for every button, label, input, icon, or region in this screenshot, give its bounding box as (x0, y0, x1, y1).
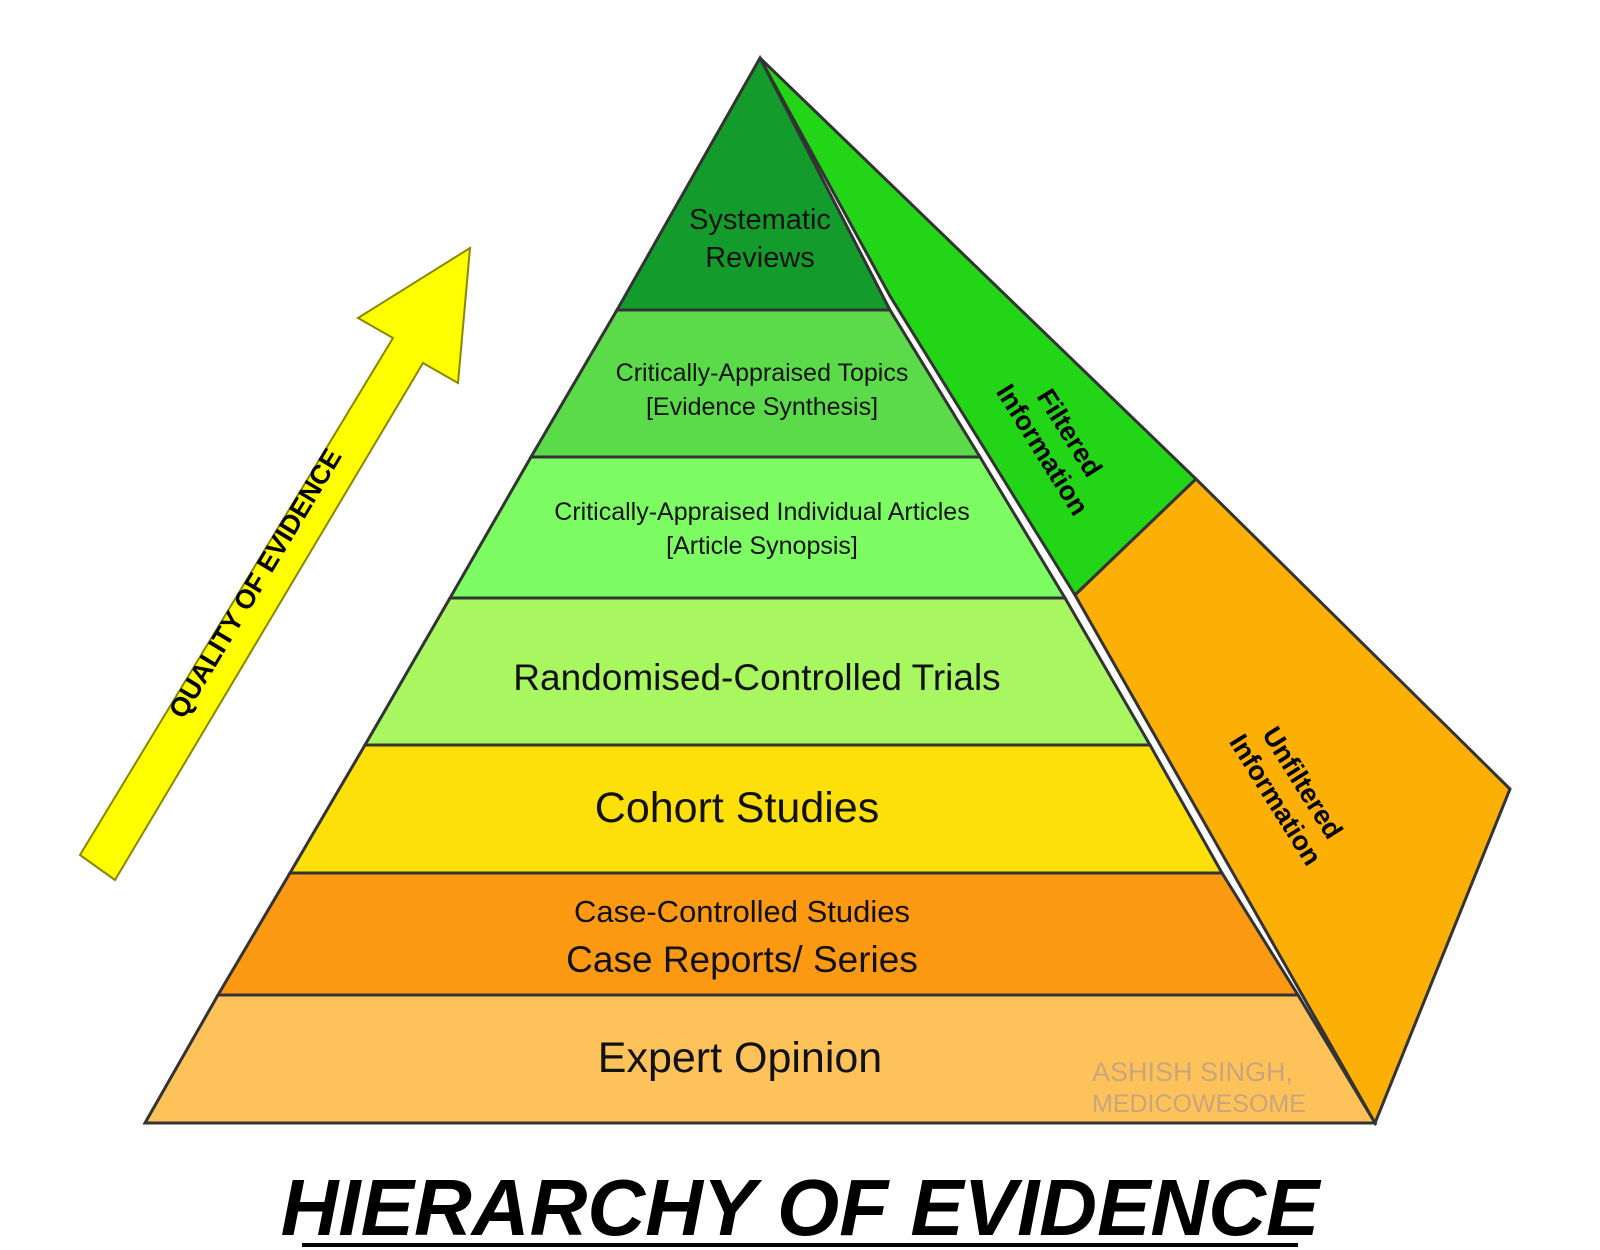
band-critically-appraised-articles (447, 455, 1068, 600)
quality-of-evidence-arrow-icon (78, 246, 472, 882)
page-title: HIERARCHY OF EVIDENCE (281, 1163, 1322, 1250)
watermark-line: ASHISH SINGH, (1092, 1057, 1293, 1087)
level-label-line: Case-Controlled Studies (574, 894, 910, 929)
level-label-line: Case Reports/ Series (566, 939, 918, 980)
level-label-line: Critically-Appraised Topics (616, 359, 909, 387)
watermark-line: MEDICOWESOME (1092, 1090, 1306, 1118)
unfiltered-information-face (1073, 476, 1512, 1127)
level-label-line: Reviews (705, 242, 815, 274)
level-label-line: [Article Synopsis] (666, 532, 858, 560)
level-label-line: Systematic (689, 204, 831, 236)
level-label-line: Critically-Appraised Individual Articles (554, 498, 969, 526)
level-label-line: Expert Opinion (598, 1034, 882, 1082)
band-expert-opinion (142, 993, 1378, 1125)
level-label-line: Cohort Studies (595, 784, 879, 832)
level-label-line: Randomised-Controlled Trials (513, 657, 1000, 698)
quality-of-evidence-label: QUALITY OF EVIDENCE (163, 443, 348, 723)
level-label-line: [Evidence Synthesis] (646, 393, 878, 421)
